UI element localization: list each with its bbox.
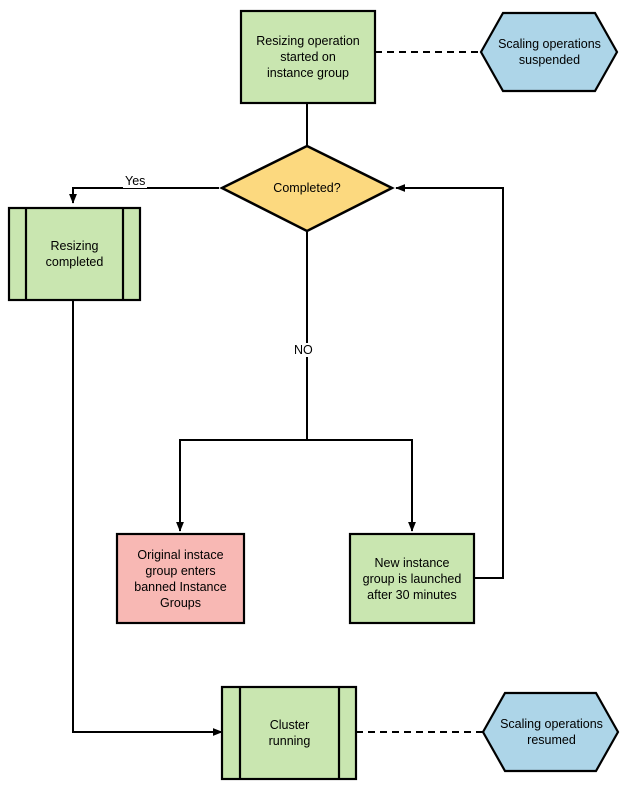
node-scaling-suspended[interactable]: [479, 11, 619, 93]
node-scaling-resumed[interactable]: [481, 691, 620, 773]
edge-label-no: NO: [292, 343, 315, 357]
edge-resizing-to-cluster: [72, 300, 223, 736]
node-new-group-launched[interactable]: [348, 532, 476, 625]
node-resizing-started[interactable]: [239, 9, 377, 105]
node-cluster-running[interactable]: [220, 685, 358, 781]
edge-decision-yes: [69, 187, 219, 204]
edge-decision-no: [176, 232, 308, 532]
edge-no-to-new-group: [307, 439, 416, 532]
node-resizing-completed[interactable]: [7, 206, 142, 302]
edge-label-yes: Yes: [123, 174, 148, 188]
edge-new-group-retry: [395, 184, 504, 579]
node-original-group-banned[interactable]: [115, 532, 246, 625]
node-completed-decision[interactable]: [219, 144, 395, 233]
